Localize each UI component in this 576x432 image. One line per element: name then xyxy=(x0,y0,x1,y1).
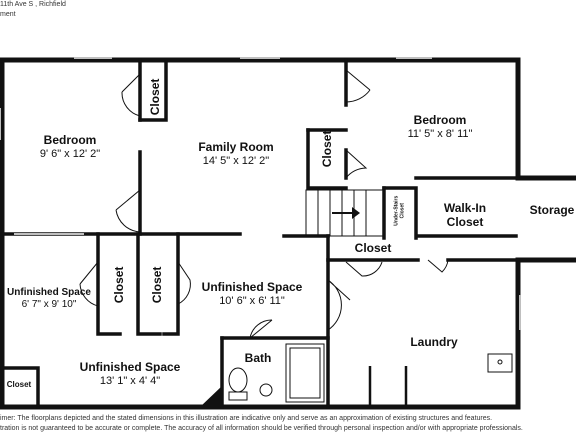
disclaimer-line-1: imer: The floorplans depicted and the st… xyxy=(0,415,493,422)
closet-label-center: Closet xyxy=(150,266,165,304)
address-text: 11th Ave S , Richfield xyxy=(0,1,66,8)
windows xyxy=(0,57,521,330)
bedroom-right-label: Bedroom 11' 5" x 8' 11" xyxy=(407,113,473,140)
door-swings xyxy=(79,69,449,339)
closet-label-stair: Closet xyxy=(354,241,392,255)
closet-label-bedroom-left: Closet xyxy=(148,78,163,116)
stairs xyxy=(305,189,385,237)
bath-label: Bath xyxy=(244,351,272,365)
walk-in-closet-label: Walk-In Closet xyxy=(443,201,487,229)
closet-label-bottom-left: Closet xyxy=(6,380,32,389)
unfinished-bottom-label: Unfinished Space 13' 1" x 4' 4" xyxy=(79,360,181,387)
laundry-sink xyxy=(368,353,513,405)
bath-fixtures xyxy=(228,343,325,403)
closet-label-left: Closet xyxy=(112,266,127,304)
family-room-label: Family Room 14' 5" x 12' 2" xyxy=(198,140,274,167)
disclaimer-line-2: tration is not guaranteed to be accurate… xyxy=(0,425,523,432)
unfinished-left-label: Unfinished Space 6' 7" x 9' 10" xyxy=(7,287,91,310)
unfinished-center-label: Unfinished Space 10' 6" x 6' 11" xyxy=(201,280,303,307)
closet-label-bedroom-right: Closet xyxy=(320,130,335,168)
laundry-label: Laundry xyxy=(410,335,458,349)
storage-label: Storage xyxy=(529,203,575,217)
corner-fill xyxy=(200,386,222,407)
under-stairs-label: Under-Stairs Closet xyxy=(393,195,405,226)
level-text: ment xyxy=(0,11,16,18)
bedroom-left-label: Bedroom 9' 6" x 12' 2" xyxy=(39,133,101,160)
